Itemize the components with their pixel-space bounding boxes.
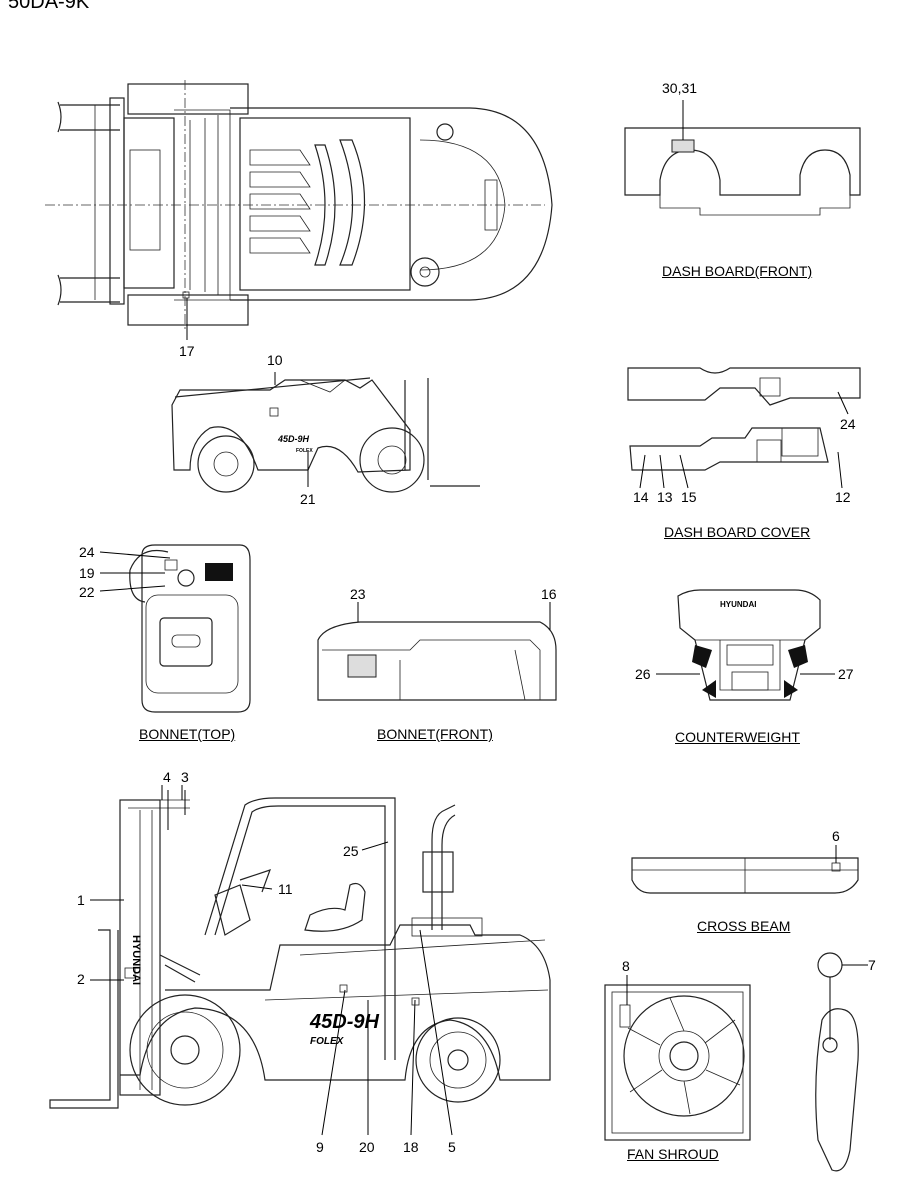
callout-30-31: 30,31 (662, 80, 698, 96)
callout-17: 17 (179, 343, 195, 359)
callout-18: 18 (403, 1139, 419, 1155)
brand-badge-small: FOLEX (296, 448, 313, 454)
section-bonnet-front: BONNET(FRONT) (377, 726, 493, 742)
cross-beam-drawing (631, 845, 859, 894)
callout-24-bonnet: 24 (79, 544, 95, 560)
bonnet-front-drawing (317, 602, 557, 701)
callout-5: 5 (448, 1139, 456, 1155)
counterweight-drawing: HYUNDAI (656, 589, 835, 701)
callout-25: 25 (343, 843, 359, 859)
forklift-top-view (45, 80, 553, 340)
callout-21: 21 (300, 491, 316, 507)
callout-20: 20 (359, 1139, 375, 1155)
bonnet-top-drawing (99, 544, 251, 713)
brand-badge-large: FOLEX (310, 1036, 345, 1047)
callout-4: 4 (163, 769, 171, 785)
section-dash-board-cover: DASH BOARD COVER (664, 524, 811, 540)
callout-8: 8 (622, 958, 630, 974)
section-bonnet-top: BONNET(TOP) (139, 726, 236, 742)
mast-brand: HYUNDAI (130, 935, 142, 985)
fan-shroud-drawing (604, 975, 751, 1141)
callout-9: 9 (316, 1139, 324, 1155)
callout-10: 10 (267, 352, 283, 368)
callout-1: 1 (77, 892, 85, 908)
section-cross-beam: CROSS BEAM (697, 918, 791, 934)
callout-19: 19 (79, 565, 95, 581)
callout-27: 27 (838, 666, 854, 682)
callout-7: 7 (868, 957, 876, 973)
callout-3: 3 (181, 769, 189, 785)
callout-16: 16 (541, 586, 557, 602)
part-7-drawing (815, 952, 868, 1172)
callout-11: 11 (278, 881, 293, 897)
callout-6: 6 (832, 828, 840, 844)
model-code: 50DA-9K (8, 0, 90, 13)
dash-board-cover-drawing (627, 367, 861, 489)
forklift-side-view-small: 45D-9H FOLEX (171, 372, 480, 493)
forklift-side-view-large: 45D-9H FOLEX HYUNDAI (49, 785, 551, 1136)
model-badge-small: 45D-9H (277, 434, 310, 444)
counterweight-brand: HYUNDAI (720, 600, 756, 609)
section-fan-shroud: FAN SHROUD (627, 1146, 719, 1162)
callout-14: 14 (633, 489, 649, 505)
callout-15: 15 (681, 489, 697, 505)
callout-24-dash: 24 (840, 416, 856, 432)
callout-2: 2 (77, 971, 85, 987)
section-dash-board-front: DASH BOARD(FRONT) (662, 263, 813, 279)
callout-23: 23 (350, 586, 366, 602)
callout-22: 22 (79, 584, 95, 600)
model-badge-large: 45D-9H (309, 1011, 379, 1033)
section-counterweight: COUNTERWEIGHT (675, 729, 800, 745)
callout-26: 26 (635, 666, 651, 682)
dash-board-front-drawing (624, 100, 861, 216)
callout-12: 12 (835, 489, 851, 505)
callout-13: 13 (657, 489, 673, 505)
